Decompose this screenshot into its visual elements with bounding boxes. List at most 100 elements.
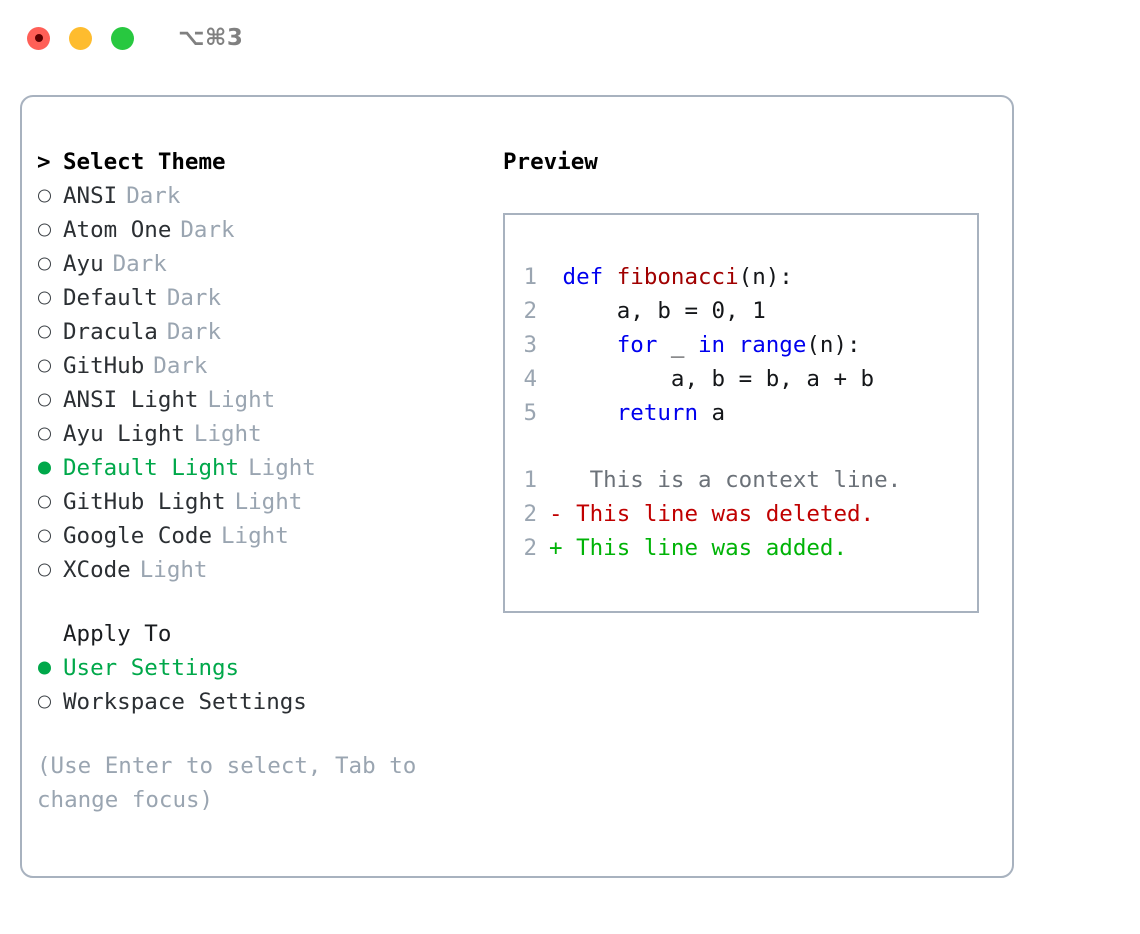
theme-option-label: Google Code bbox=[63, 523, 213, 549]
theme-option-ansi[interactable]: ANSI Dark bbox=[37, 179, 487, 213]
code-line: 4 a, b = b, a + b bbox=[523, 362, 874, 396]
theme-variant-label: Dark bbox=[166, 319, 222, 345]
theme-option-label: ANSI Light bbox=[63, 387, 199, 413]
theme-variant-label: Dark bbox=[166, 285, 222, 311]
diff-line-number: 2 bbox=[523, 535, 537, 561]
code-token bbox=[549, 332, 617, 358]
close-icon bbox=[34, 34, 43, 42]
diff-line: 2- This line was deleted. bbox=[523, 497, 901, 531]
code-token: in bbox=[698, 332, 726, 358]
diff-sign: - bbox=[549, 501, 563, 527]
code-token bbox=[549, 264, 563, 290]
apply-to-option-label: User Settings bbox=[63, 655, 240, 681]
theme-option-ansi-light[interactable]: ANSI Light Light bbox=[37, 383, 487, 417]
diff-text: This is a context line. bbox=[562, 467, 902, 493]
theme-option-ayu-light[interactable]: Ayu Light Light bbox=[37, 417, 487, 451]
theme-option-label: ANSI bbox=[63, 183, 118, 209]
code-token: a bbox=[698, 400, 726, 426]
theme-option-label: Dracula bbox=[63, 319, 158, 345]
keyboard-shortcut-label: ⌥⌘3 bbox=[178, 25, 244, 51]
apply-to-option-user-settings[interactable]: User Settings bbox=[37, 651, 487, 685]
maximize-button[interactable] bbox=[111, 26, 134, 50]
code-line: 3 for _ in range(n): bbox=[523, 328, 874, 362]
theme-option-label: GitHub Light bbox=[63, 489, 226, 515]
code-token: (n): bbox=[738, 264, 793, 290]
window-controls bbox=[27, 26, 134, 50]
apply-to-option-workspace-settings[interactable]: Workspace Settings bbox=[37, 685, 487, 719]
apply-to-heading: Apply To bbox=[63, 621, 172, 647]
select-theme-header: > Select Theme bbox=[37, 145, 487, 179]
theme-option-label: XCode bbox=[63, 557, 131, 583]
diff-sign: + bbox=[549, 535, 563, 561]
line-number: 1 bbox=[523, 264, 537, 290]
theme-option-label: Ayu Light bbox=[63, 421, 185, 447]
preview-column: Preview 1 def fibonacci(n):2 a, b = 0, 1… bbox=[503, 145, 993, 613]
theme-option-label: Default Light bbox=[63, 455, 240, 481]
theme-variant-label: Light bbox=[248, 455, 316, 481]
theme-variant-label: Light bbox=[139, 557, 208, 583]
theme-variant-label: Light bbox=[193, 421, 262, 447]
code-token: fibonacci bbox=[616, 264, 739, 290]
apply-to-option-label: Workspace Settings bbox=[63, 689, 307, 715]
code-token: a, b = b, a + b bbox=[549, 366, 875, 392]
theme-variant-label: Light bbox=[207, 387, 276, 413]
theme-variant-label: Light bbox=[221, 523, 289, 549]
minimize-button[interactable] bbox=[69, 26, 92, 50]
diff-line: 2 + This line was added. bbox=[523, 531, 901, 565]
line-number: 4 bbox=[523, 366, 537, 392]
theme-option-dracula[interactable]: Dracula Dark bbox=[37, 315, 487, 349]
diff-line: 1 This is a context line. bbox=[523, 463, 901, 497]
theme-option-label: GitHub bbox=[63, 353, 145, 379]
code-token: return bbox=[616, 400, 699, 426]
diff-sample: 1 This is a context line.2- This line wa… bbox=[523, 463, 901, 565]
theme-variant-label: Dark bbox=[126, 183, 181, 209]
theme-option-label: Atom One bbox=[63, 217, 172, 243]
code-token: _ bbox=[657, 332, 699, 358]
theme-variant-label: Dark bbox=[153, 353, 208, 379]
window-titlebar: ⌥⌘3 bbox=[0, 0, 1140, 76]
code-line: 5 return a bbox=[523, 396, 874, 430]
diff-text: This line was added. bbox=[562, 535, 848, 561]
line-number: 5 bbox=[523, 400, 537, 426]
code-token: range bbox=[738, 332, 807, 358]
preview-heading: Preview bbox=[503, 149, 598, 175]
section-spacer bbox=[37, 587, 487, 617]
code-token: (n): bbox=[806, 332, 861, 358]
caret-icon: > bbox=[37, 149, 51, 175]
line-number: 2 bbox=[523, 298, 537, 324]
theme-option-label: Ayu bbox=[63, 251, 104, 277]
code-token: for bbox=[616, 332, 658, 358]
theme-option-default[interactable]: Default Dark bbox=[37, 281, 487, 315]
diff-sign bbox=[549, 467, 563, 493]
theme-option-default-light[interactable]: Default Light Light bbox=[37, 451, 487, 485]
theme-option-atom-one[interactable]: Atom One Dark bbox=[37, 213, 487, 247]
close-button[interactable] bbox=[27, 26, 50, 50]
theme-option-github[interactable]: GitHub Dark bbox=[37, 349, 487, 383]
theme-variant-label: Dark bbox=[112, 251, 167, 277]
code-token bbox=[549, 400, 617, 426]
line-number: 3 bbox=[523, 332, 537, 358]
code-token: a, b = 0, 1 bbox=[549, 298, 766, 324]
diff-line-number: 2 bbox=[523, 501, 537, 527]
keyboard-hint-text: (Use Enter to select, Tab to change focu… bbox=[37, 753, 417, 813]
theme-option-label: Default bbox=[63, 285, 158, 311]
code-token bbox=[603, 264, 617, 290]
code-line: 2 a, b = 0, 1 bbox=[523, 294, 874, 328]
diff-text: This line was deleted. bbox=[562, 501, 875, 527]
theme-option-google-code[interactable]: Google Code Light bbox=[37, 519, 487, 553]
code-token: def bbox=[562, 264, 604, 290]
code-token bbox=[725, 332, 739, 358]
theme-variant-label: Dark bbox=[180, 217, 235, 243]
theme-option-xcode[interactable]: XCode Light bbox=[37, 553, 487, 587]
code-line: 1 def fibonacci(n): bbox=[523, 260, 874, 294]
select-theme-title: Select Theme bbox=[63, 149, 226, 175]
diff-line-number: 1 bbox=[523, 467, 537, 493]
theme-option-ayu[interactable]: Ayu Dark bbox=[37, 247, 487, 281]
